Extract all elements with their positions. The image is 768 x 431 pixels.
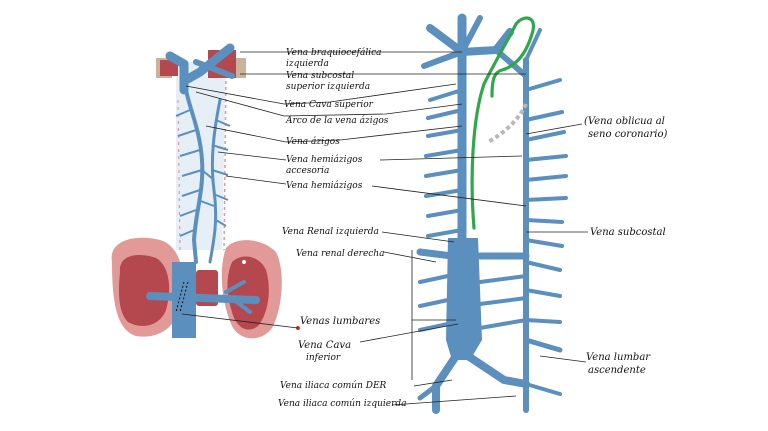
oblique-vein-dashed [487,103,528,144]
label-hemiazigos-accesoria-2: accesoria [286,166,329,176]
label-braquiocefalica-2: izquierda [286,59,329,69]
aorta-dashed-edge [223,74,227,251]
label-subcostal: Vena subcostal [590,227,666,238]
top-branch-left [421,49,465,69]
label-oblicua-2: seno coronario) [588,129,668,140]
black-dashed-line-2 [179,281,189,313]
renal-branch-b [232,298,252,314]
left-anatomical-illustration [111,43,300,339]
label-azigos: Vena ázigos [286,136,340,147]
label-iliaca-der: Vena iliaca común DER [280,380,387,391]
renal-vein-right [416,248,456,260]
green-vessel [470,16,535,230]
right-schematic-diagram [416,13,568,414]
label-hemiazigos: Vena hemiázigos [286,180,363,191]
right-intercostal-left [424,88,464,238]
internal-iliac [417,383,439,401]
label-renal-derecha: Vena renal derecha [296,249,384,259]
common-iliac-left [464,352,530,388]
label-braquiocefalica-1: Vena braquiocefálica [286,47,382,58]
label-oblicua-1: (Vena oblicua al [584,116,665,127]
lumbar-veins [418,274,528,332]
leader-lines [181,51,588,406]
top-cross-branch [426,24,514,56]
hemiazygos-vein-left [208,98,222,264]
label-cava-inferior-2: inferior [306,353,341,363]
label-renal-izquierda: Vena Renal izquierda [282,227,379,237]
left-top-red [160,60,178,76]
label-iliaca-izq: Vena iliaca común izquierda [278,398,407,409]
label-lumbar-ascendente-1: Vena lumbar [586,352,651,363]
renal-vein-left-illustration [146,292,260,304]
renal-branch-a [224,280,246,294]
left-intercostal-branches [175,109,231,237]
top-branch-up [459,15,483,55]
right-kidney-inner [118,254,170,326]
subclavian-vein [193,59,235,79]
left-kidney-inner [227,256,269,330]
brachiocephalic-right-vein [165,51,189,95]
small-white-dot [242,260,246,264]
label-lumbares: Venas lumbares [300,316,380,327]
right-intercostal-right [524,78,568,324]
lower-right-branch [524,382,562,396]
label-arco-azigos: Arco de la vena ázigos [285,115,389,126]
label-cava-superior: Vena Cava superior [284,100,374,110]
label-subcostal-sup-1: Vena subcostal [286,71,354,81]
label-hemiazigos-accesoria-1: Vena hemiázigos [286,154,363,165]
brachiocephalic-left-vein [181,43,235,85]
upper-right-arc [524,28,542,62]
black-dashed-line [175,281,185,313]
lumbar-ascending-connect [523,337,563,353]
azygos-vein-left [184,88,205,264]
label-cava-inferior-1: Vena Cava [298,340,351,351]
label-subcostal-sup-2: superior izquierda [286,82,370,92]
text-labels: Vena braquiocefálica izquierda Vena subc… [278,47,668,409]
label-lumbar-ascendente-2: ascendente [588,365,646,376]
inferior-vena-cava [446,238,482,360]
